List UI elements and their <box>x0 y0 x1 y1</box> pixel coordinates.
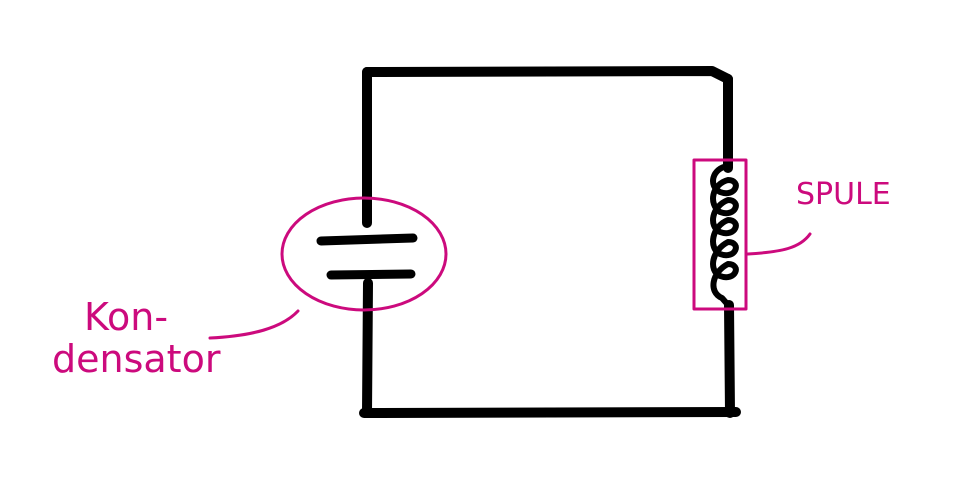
capacitor-pointer-line <box>208 309 300 340</box>
coil-pointer-line <box>746 232 812 256</box>
wire-bottom <box>359 407 741 418</box>
wire-right-lower <box>724 300 735 418</box>
annotations: Kon- densator SPULE <box>52 158 891 381</box>
circuit-wires <box>359 66 741 418</box>
coil-symbol <box>710 163 739 309</box>
capacitor-label-line1: Kon- <box>84 295 168 339</box>
capacitor-highlight-ellipse <box>280 196 448 312</box>
coil-highlight-box <box>692 158 748 311</box>
coil-label: SPULE <box>796 177 891 212</box>
capacitor-label-line2: densator <box>52 337 221 381</box>
capacitor-plate-bottom <box>326 269 416 280</box>
capacitor-plate-top <box>316 233 418 246</box>
wire-top <box>362 66 733 84</box>
wire-left-lower <box>362 278 373 418</box>
coil-winding <box>710 163 739 309</box>
capacitor-symbol <box>316 233 418 280</box>
